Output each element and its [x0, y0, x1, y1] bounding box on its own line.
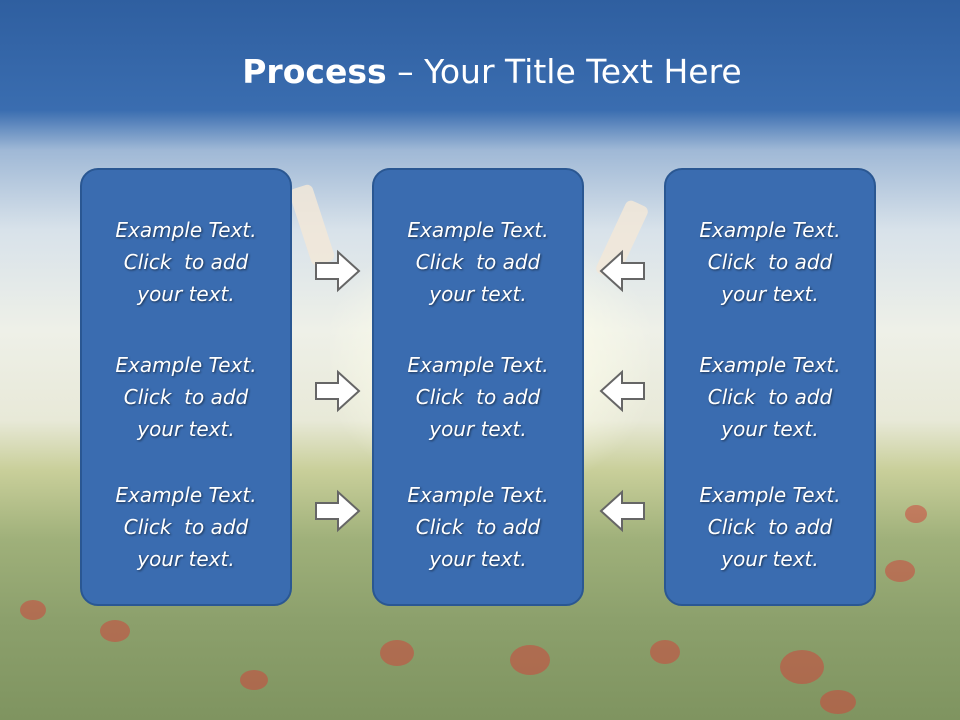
- text-line: Click to add: [415, 515, 541, 539]
- text-line: your text.: [429, 547, 527, 571]
- text-line: your text.: [429, 417, 527, 441]
- right-panel[interactable]: Example Text. Click to add your text. Ex…: [664, 168, 876, 606]
- title-bold: Process: [242, 52, 387, 91]
- text-line: Example Text.: [115, 353, 257, 377]
- text-line: your text.: [137, 282, 235, 306]
- text-line: Example Text.: [407, 218, 549, 242]
- text-block[interactable]: Example Text. Click to add your text.: [666, 349, 874, 445]
- title-rest: – Your Title Text Here: [386, 52, 742, 91]
- text-line: Click to add: [123, 250, 249, 274]
- arrow-right-icon: [315, 489, 361, 533]
- text-line: your text.: [137, 417, 235, 441]
- text-line: Click to add: [707, 250, 833, 274]
- text-line: your text.: [721, 547, 819, 571]
- text-line: your text.: [137, 547, 235, 571]
- text-line: your text.: [429, 282, 527, 306]
- middle-panel[interactable]: Example Text. Click to add your text. Ex…: [372, 168, 584, 606]
- slide-title[interactable]: Process – Your Title Text Here: [0, 52, 960, 91]
- text-line: Example Text.: [407, 353, 549, 377]
- arrow-left-icon: [599, 249, 645, 293]
- text-block[interactable]: Example Text. Click to add your text.: [666, 214, 874, 310]
- text-line: Example Text.: [699, 218, 841, 242]
- text-block[interactable]: Example Text. Click to add your text.: [374, 214, 582, 310]
- text-block[interactable]: Example Text. Click to add your text.: [82, 479, 290, 575]
- text-line: Click to add: [415, 250, 541, 274]
- text-block[interactable]: Example Text. Click to add your text.: [82, 214, 290, 310]
- text-line: Click to add: [707, 385, 833, 409]
- text-line: your text.: [721, 282, 819, 306]
- text-line: Click to add: [415, 385, 541, 409]
- text-block[interactable]: Example Text. Click to add your text.: [374, 349, 582, 445]
- text-block[interactable]: Example Text. Click to add your text.: [666, 479, 874, 575]
- text-line: Example Text.: [115, 483, 257, 507]
- text-line: Example Text.: [699, 483, 841, 507]
- text-line: your text.: [721, 417, 819, 441]
- text-line: Example Text.: [699, 353, 841, 377]
- left-panel[interactable]: Example Text. Click to add your text. Ex…: [80, 168, 292, 606]
- arrow-right-icon: [315, 249, 361, 293]
- text-line: Example Text.: [115, 218, 257, 242]
- text-line: Click to add: [707, 515, 833, 539]
- text-line: Click to add: [123, 515, 249, 539]
- arrow-left-icon: [599, 489, 645, 533]
- text-block[interactable]: Example Text. Click to add your text.: [374, 479, 582, 575]
- arrow-right-icon: [315, 369, 361, 413]
- text-line: Click to add: [123, 385, 249, 409]
- arrow-left-icon: [599, 369, 645, 413]
- text-block[interactable]: Example Text. Click to add your text.: [82, 349, 290, 445]
- text-line: Example Text.: [407, 483, 549, 507]
